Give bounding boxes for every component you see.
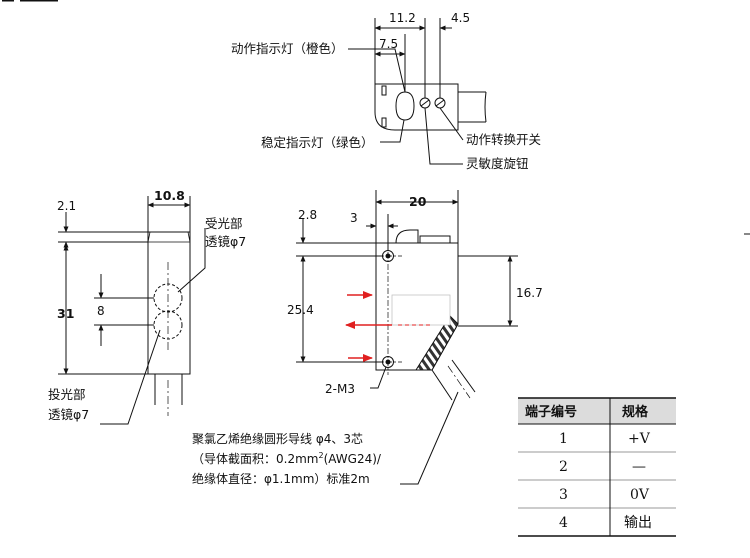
table-cell-spec-2: — xyxy=(632,459,646,475)
dim-31: 31 xyxy=(57,306,74,321)
dim-25-4: 25.4 xyxy=(287,303,314,317)
top-view xyxy=(348,18,487,165)
label-mount-holes: 2-M3 xyxy=(325,382,355,396)
table-cell-spec-3: 0V xyxy=(630,487,650,503)
label-mode-switch: 动作转换开关 xyxy=(466,132,541,147)
side-view xyxy=(58,196,206,425)
dim-16-7: 16.7 xyxy=(516,286,543,300)
label-receiver-line1: 受光部 xyxy=(205,216,243,231)
table-cell-spec-4: 输出 xyxy=(624,515,652,531)
table-cell-no-2: 2 xyxy=(559,459,568,475)
dim-2-8: 2.8 xyxy=(298,208,317,222)
title-fragment xyxy=(0,0,60,5)
dim-2-1: 2.1 xyxy=(57,199,76,213)
front-view xyxy=(296,190,518,485)
label-emitter-line1: 投光部 xyxy=(48,387,86,402)
dim-10-8: 10.8 xyxy=(154,188,185,203)
terminal-table: 端子编号 规格 1 +V 2 — 3 0V 4 输出 xyxy=(518,397,676,537)
dim-11-2: 11.2 xyxy=(389,11,416,25)
front-view-labels: 20 2.8 3 25.4 16.7 2-M3 xyxy=(287,194,543,396)
cable-note-line1: 聚氯乙烯绝缘圆形导线 φ4、3芯 xyxy=(192,431,363,446)
dim-4-5: 4.5 xyxy=(451,11,470,25)
dim-7-5: 7.5 xyxy=(379,37,398,51)
table-cell-no-3: 3 xyxy=(559,487,568,503)
table-cell-spec-1: +V xyxy=(628,431,651,447)
cable-note: 聚氯乙烯绝缘圆形导线 φ4、3芯 （导体截面积：0.2mm2(AWG24)/ 绝… xyxy=(192,431,382,486)
light-direction-arrows xyxy=(345,291,430,362)
label-stable-indicator: 稳定指示灯（绿色） xyxy=(261,135,374,150)
label-sensitivity-knob: 灵敏度旋钮 xyxy=(466,156,529,171)
dim-8: 8 xyxy=(97,304,105,318)
top-view-labels: 11.2 4.5 7.5 动作指示灯（橙色） 稳定指示灯（绿色） 动作转换开关 … xyxy=(231,11,541,171)
dim-20: 20 xyxy=(409,194,427,209)
table-cell-no-1: 1 xyxy=(559,431,568,447)
label-emitter-line2: 透镜φ7 xyxy=(48,407,89,422)
dim-3: 3 xyxy=(350,211,358,225)
side-view-labels: 10.8 2.1 31 8 受光部 透镜φ7 投光部 透镜φ7 xyxy=(48,188,246,422)
table-header-terminal-no: 端子编号 xyxy=(525,404,577,420)
label-receiver-line2: 透镜φ7 xyxy=(205,234,246,249)
table-header-spec: 规格 xyxy=(622,404,649,420)
cable-note-line3: 绝缘体直径：φ1.1mm）标准2m xyxy=(192,471,370,486)
label-action-indicator: 动作指示灯（橙色） xyxy=(231,41,344,56)
table-cell-no-4: 4 xyxy=(559,515,568,531)
cable-note-line2: （导体截面积：0.2mm2(AWG24)/ xyxy=(192,451,382,466)
